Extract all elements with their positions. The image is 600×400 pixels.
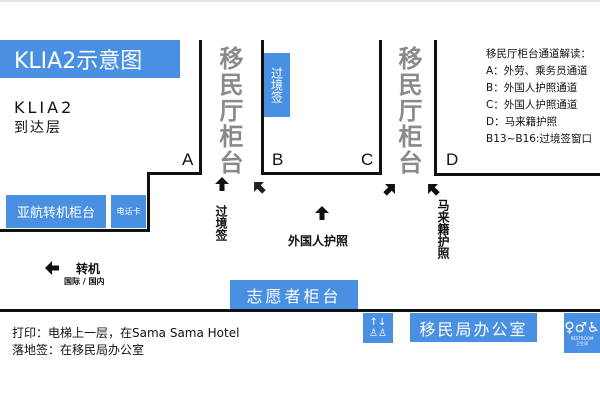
- airasia-transfer-counter: 亚航转机柜台: [6, 195, 106, 228]
- transfer-label: 转机: [76, 262, 101, 276]
- wall: [0, 229, 150, 232]
- restroom-sign: ♀♂♿ RESTROOM 卫生间: [564, 313, 600, 353]
- malaysian-passport-label: 马来籍护照: [436, 199, 450, 259]
- lane-b: B: [272, 150, 284, 169]
- legend-item: B：外国人护照通道: [486, 82, 578, 94]
- wall: [261, 40, 264, 175]
- legend-item: A：外劳、乘务员通道: [486, 65, 588, 77]
- phone-card-counter: 电话卡: [111, 195, 146, 228]
- transit-visa-box: 过境签: [264, 53, 290, 117]
- legend-item: D：马来籍护照: [486, 116, 558, 128]
- arrow-left-icon: [45, 261, 59, 275]
- legend-heading: 移民厅柜台通道解读：: [486, 48, 591, 60]
- legend-item: C：外国人护照通道: [486, 99, 578, 111]
- wall: [0, 309, 600, 312]
- immigration-office: 移民局办公室: [410, 313, 537, 342]
- legend: 移民厅柜台通道解读： A：外劳、乘务员通道 B：外国人护照通道 C：外国人护照通…: [486, 46, 592, 148]
- restroom-zh: 卫生间: [576, 341, 588, 346]
- wall: [261, 172, 382, 175]
- wall: [379, 40, 382, 175]
- wall: [434, 40, 437, 176]
- immigration-counter-1: 移民厅柜台: [215, 46, 243, 176]
- lane-a: A: [182, 150, 194, 169]
- restroom-en: RESTROOM: [570, 336, 594, 341]
- floor-label-2: 到达层: [14, 120, 62, 136]
- note-print: 打印：电梯上一层，在Sama Sama Hotel: [12, 326, 240, 340]
- arrow-up-right-icon: [383, 184, 395, 196]
- wall: [147, 172, 150, 232]
- lane-d: D: [446, 150, 459, 169]
- floor-label-1: KLIA2: [14, 98, 75, 117]
- arrow-up-icon: [315, 206, 329, 220]
- wall: [147, 172, 202, 175]
- wall: [199, 40, 202, 175]
- arrow-up-left-icon: [254, 182, 266, 194]
- restroom-icon: ♀♂♿: [564, 320, 600, 336]
- lane-c: C: [361, 150, 374, 169]
- volunteer-counter: 志愿者柜台: [230, 280, 358, 309]
- foreign-passport-label: 外国人护照: [288, 234, 349, 248]
- immigration-counter-2: 移民厅柜台: [394, 46, 422, 176]
- transfer-sub-label: 国际 / 国内: [64, 277, 105, 286]
- legend-item: B13~B16:过境签窗口: [486, 133, 592, 145]
- top-border: [0, 0, 600, 2]
- note-visa-on-arrival: 落地签：在移民局办公室: [12, 343, 145, 357]
- map-title: KLIA2示意图: [0, 40, 180, 78]
- wall: [434, 173, 600, 176]
- arrow-up-icon: [215, 177, 229, 191]
- arrow-up-left-icon: [428, 184, 440, 196]
- transit-visa-label: 过境签: [214, 205, 228, 241]
- elevator-icon: ↑↓♙♙: [363, 313, 393, 343]
